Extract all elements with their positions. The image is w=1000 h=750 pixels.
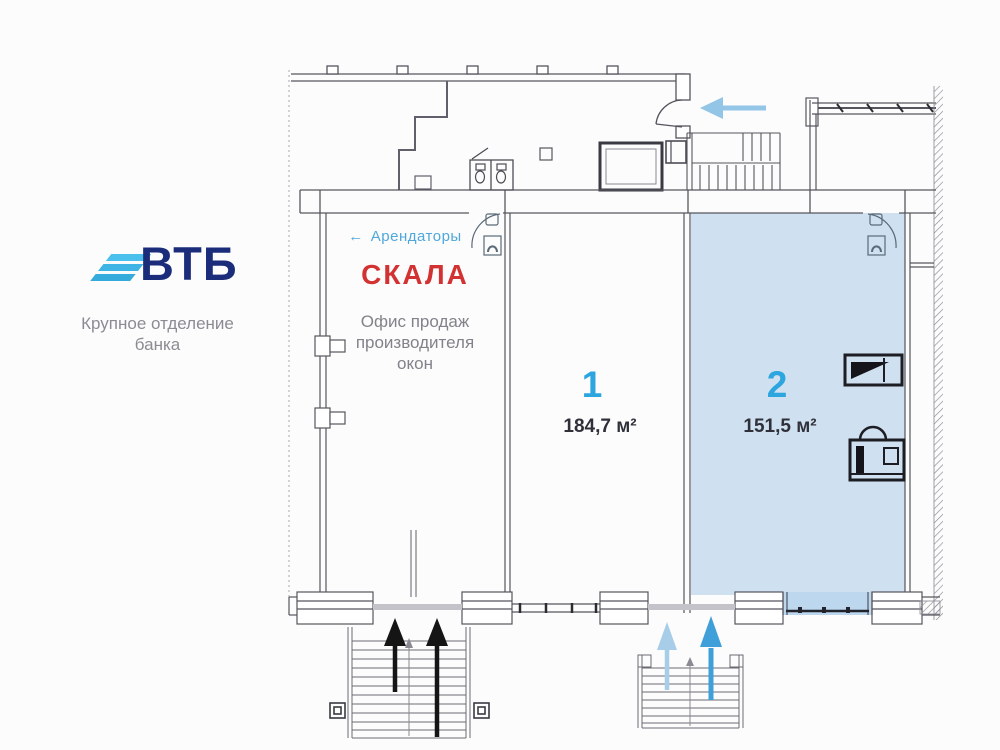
vtb-logo: ВТБ (90, 237, 242, 302)
entry-arrows-black (384, 618, 448, 737)
unit-2-fixture-lower (848, 425, 906, 482)
unit-2-bay-window (782, 592, 873, 615)
exterior-stairs-left (329, 627, 490, 739)
window (461, 591, 513, 625)
unit-1-window-band (512, 603, 600, 613)
vtb-caption: Крупное отделение банка (60, 313, 255, 355)
wc-room (469, 147, 514, 191)
top-entry-arrow (700, 97, 766, 119)
interior-stairs (686, 132, 781, 190)
vtb-logo-text: ВТБ (140, 237, 238, 290)
tenant-desc-line2: производителя (355, 333, 475, 352)
top-right-room (805, 97, 936, 190)
unit-2-area: 151,5 м² (743, 416, 817, 437)
stair-steps-lower (699, 165, 773, 190)
left-arrow-icon: ← (348, 228, 364, 245)
upper-interior-walls (398, 81, 448, 190)
unit-2-door (867, 213, 897, 256)
window (296, 591, 374, 625)
vtb-caption-line2: банка (134, 335, 181, 354)
bottom-windows (296, 591, 923, 625)
unit-2-region (691, 213, 905, 615)
window (871, 591, 923, 625)
left-wall-fixtures (314, 335, 346, 429)
column-marker (539, 147, 553, 161)
unit-2-number: 2 (766, 364, 788, 405)
utility-room (598, 140, 687, 192)
unit-2-fixture-upper (843, 353, 904, 387)
window (599, 591, 649, 625)
site-boundary-right-hatched (933, 86, 943, 620)
tenants-pointer: ← Арендаторы (340, 228, 470, 245)
vtb-caption-line1: Крупное отделение (81, 314, 234, 333)
tenant-desc-line1: Офис продаж (360, 312, 470, 331)
unit-1-number: 1 (581, 364, 603, 405)
top-entry-door (655, 73, 691, 139)
exterior-stairs-right (637, 654, 744, 729)
unit-1-door (471, 213, 502, 256)
tenant-description: Офис продаж производителя окон (332, 311, 498, 374)
stair-post (329, 702, 490, 719)
tenants-label: Арендаторы (370, 228, 462, 245)
corridor-wall-band (299, 189, 936, 214)
top-exterior-wall (291, 65, 686, 82)
entrance-thresholds (373, 530, 735, 610)
window (734, 591, 784, 625)
tenant-desc-line3: окон (397, 354, 433, 373)
unit-walls (319, 213, 934, 613)
toilet-icon (474, 163, 507, 184)
entry-arrows-blue (657, 616, 722, 700)
stair-steps-upper (742, 133, 771, 161)
tenant-name: СКАЛА (361, 259, 469, 290)
unit-1-area: 184,7 м² (563, 416, 637, 437)
bottom-right-hatched-stub (919, 600, 941, 615)
